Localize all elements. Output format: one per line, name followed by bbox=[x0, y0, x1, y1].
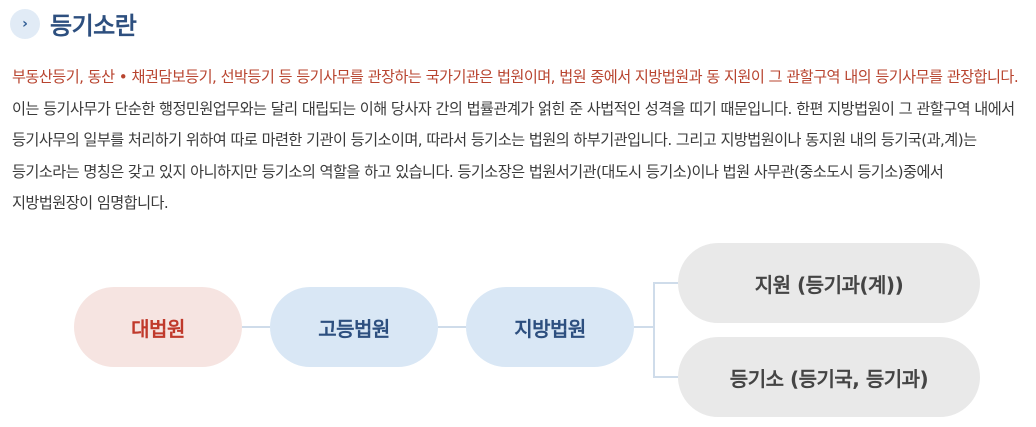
connector-to-branch bbox=[653, 282, 678, 284]
intro-highlight: 부동산등기, 동산 • 채권담보등기, 선박등기 등 등기사무를 관장하는 국가… bbox=[12, 68, 1019, 86]
intro-paragraph: 부동산등기, 동산 • 채권담보등기, 선박등기 등 등기사무를 관장하는 국가… bbox=[12, 62, 1028, 220]
section-title: 등기소란 bbox=[50, 12, 137, 40]
chevron-right-icon: › bbox=[10, 8, 40, 39]
node-high-court: 고등법원 bbox=[270, 287, 438, 367]
section-heading: › 등기소란 bbox=[10, 6, 137, 41]
court-hierarchy-diagram: 대법원 고등법원 지방법원 지원 (등기과(계)) 등기소 (등기국, 등기과) bbox=[0, 235, 1036, 425]
connector-supreme-high bbox=[242, 326, 270, 328]
connector-high-district bbox=[438, 326, 466, 328]
node-district-court: 지방법원 bbox=[466, 287, 634, 367]
node-branch-court: 지원 (등기과(계)) bbox=[678, 243, 980, 323]
connector-district-branch bbox=[634, 326, 654, 328]
connector-branch-vertical bbox=[653, 282, 655, 378]
intro-body: 이는 등기사무가 단순한 행정민원업무와는 달리 대립되는 이해 당사자 간의 … bbox=[12, 99, 1015, 213]
node-supreme-court: 대법원 bbox=[74, 287, 242, 367]
connector-to-registry bbox=[653, 376, 678, 378]
node-registry-office: 등기소 (등기국, 등기과) bbox=[678, 337, 980, 417]
